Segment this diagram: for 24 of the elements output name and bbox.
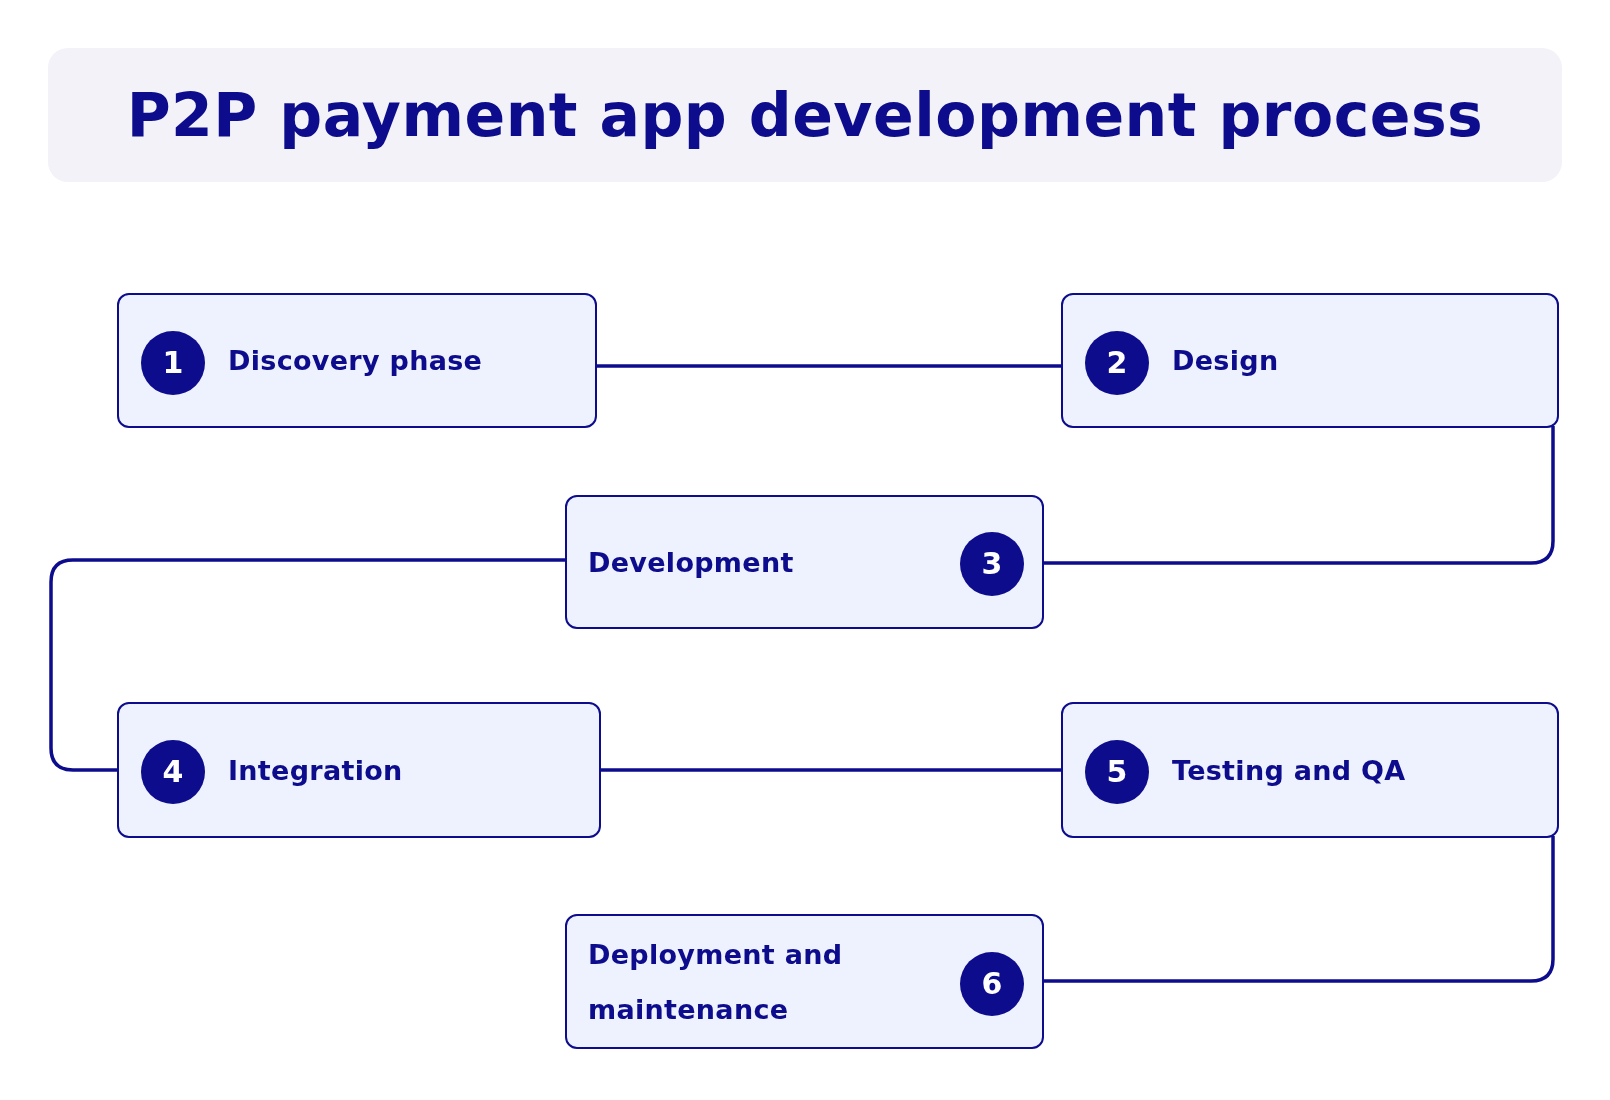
connector-line: [1044, 426, 1555, 565]
step-box: [1061, 702, 1559, 838]
step-box: [565, 495, 1044, 629]
step-number-badge: 3: [960, 532, 1024, 596]
step-number-badge: 2: [1085, 330, 1149, 395]
step-box: [117, 702, 601, 838]
connector-line: [1044, 836, 1555, 983]
step-label: Development: [588, 545, 795, 580]
step-label: Discovery phase: [228, 344, 484, 378]
step-number-badge: 5: [1085, 740, 1149, 804]
step-label: Integration: [228, 753, 404, 788]
step-box: [117, 293, 597, 428]
step-number-badge: 4: [141, 740, 205, 804]
step-box: [1061, 293, 1559, 428]
connector-line: [601, 768, 1061, 772]
step-label: Testing and QA: [1172, 753, 1407, 788]
title: P2P payment app development process: [126, 78, 1484, 152]
connector-line: [49, 558, 565, 772]
step-number-badge: 6: [960, 951, 1024, 1016]
step-label: Design: [1172, 344, 1280, 378]
connector-line: [597, 364, 1061, 368]
step-box: [565, 914, 1044, 1049]
step-label: Deployment and maintenance: [588, 937, 844, 1027]
step-number-badge: 1: [141, 330, 205, 395]
